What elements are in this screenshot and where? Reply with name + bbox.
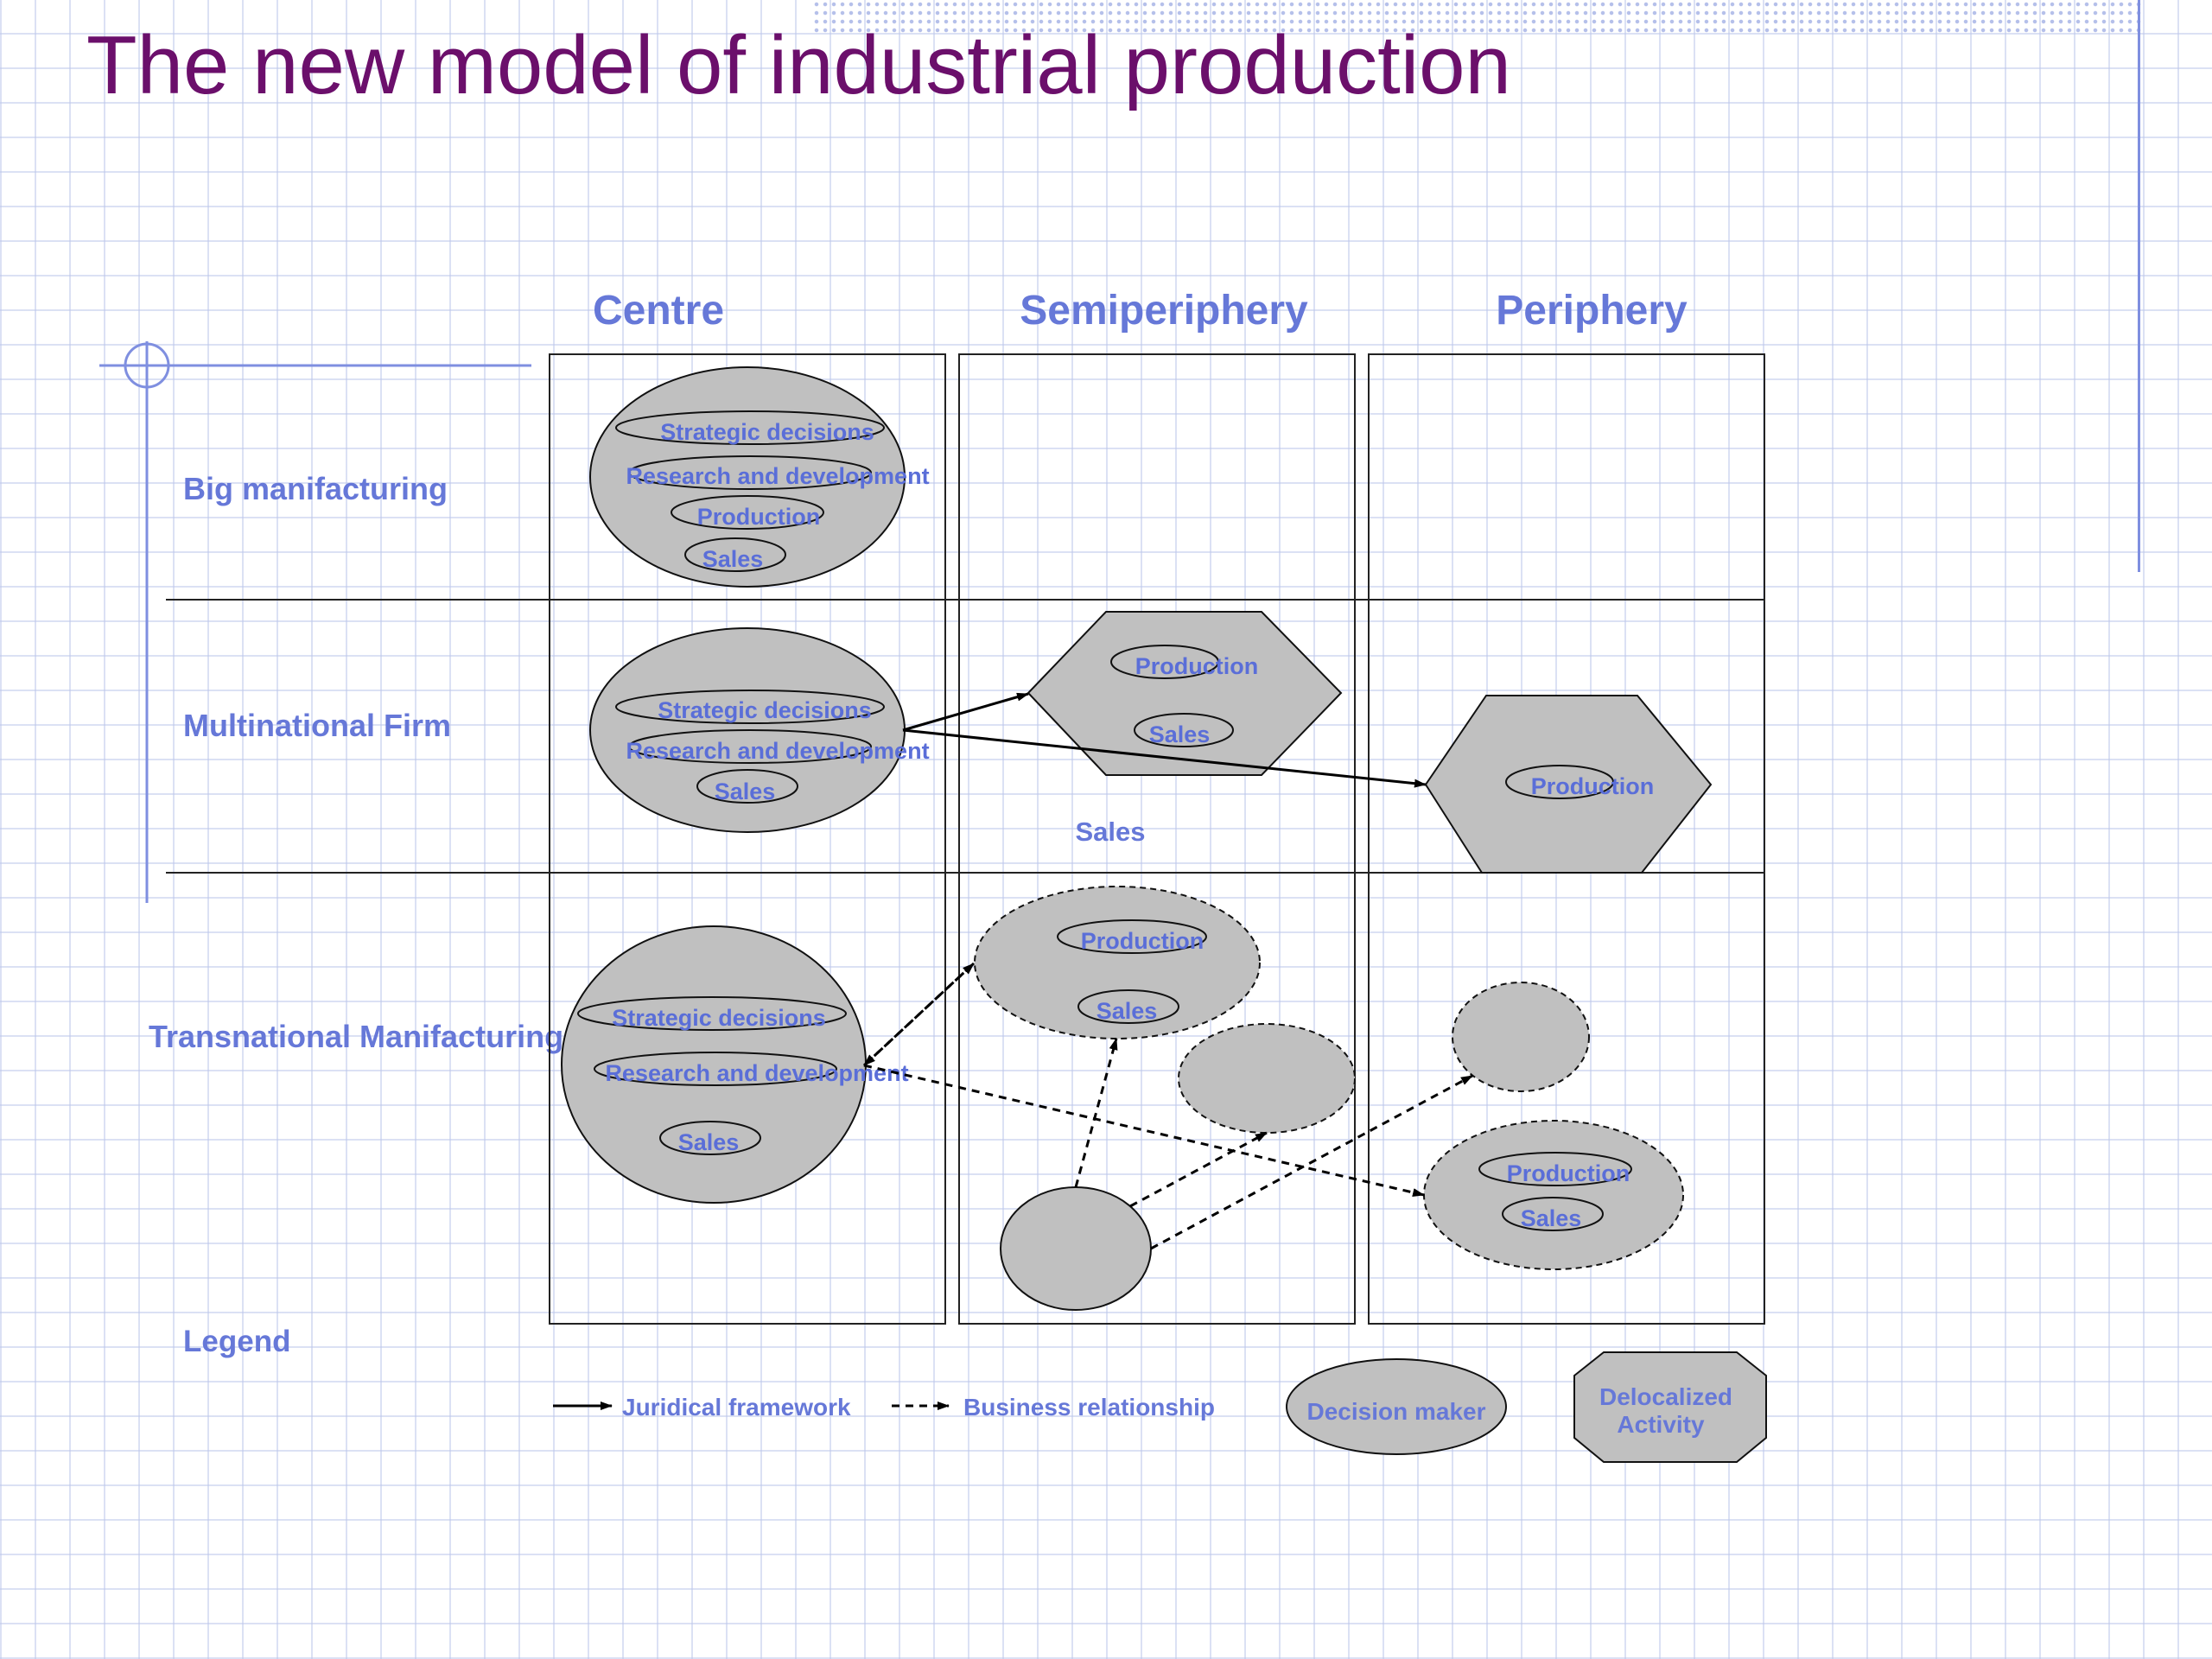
activity-label: Production: [1135, 653, 1259, 679]
activity-label: Sales: [1521, 1205, 1582, 1231]
column-header-centre: Centre: [593, 288, 724, 334]
activity-label: Production: [1081, 928, 1205, 954]
transnational-periphery-shapes: Production Sales: [1423, 982, 1684, 1270]
row-header-big-manufacturing: Big manifacturing: [183, 471, 448, 506]
legend-decision-maker: Decision maker: [1286, 1358, 1507, 1455]
column-header-semiperiphery: Semiperiphery: [1020, 288, 1308, 334]
activity-label: Research and development: [605, 1060, 908, 1086]
column-box-periphery: [1368, 353, 1765, 1325]
activity-label: Production: [1531, 773, 1655, 799]
decorative-crosshair: [99, 341, 531, 903]
decorative-dotted-band: [812, 0, 2143, 33]
activity-label: Sales: [678, 1129, 740, 1155]
legend-business-label: Business relationship: [963, 1394, 1215, 1421]
business-relationship-arrows: [862, 962, 1473, 1250]
semiperiphery-sales-label: Sales: [1075, 817, 1145, 847]
row-header-multinational-firm: Multinational Firm: [183, 708, 451, 743]
dashed-decision-maker: [1178, 1023, 1356, 1134]
dashed-decision-maker: [974, 886, 1261, 1039]
activity-label: Sales: [702, 546, 764, 572]
legend-juridical-label: Juridical framework: [622, 1394, 851, 1421]
legend-delocalized-activity: Delocalized Activity: [1573, 1351, 1767, 1463]
big-manufacturing-centre-decision-maker: Strategic decisions Research and develop…: [589, 366, 930, 588]
column-box-semiperiphery: [958, 353, 1356, 1325]
slide-title: The new model of industrial production: [86, 19, 1511, 111]
column-header-periphery: Periphery: [1496, 288, 1688, 334]
legend-delocalized-line1: Delocalized: [1599, 1383, 1732, 1410]
dashed-decision-maker: [1423, 1120, 1684, 1270]
dashed-decision-maker: [1452, 982, 1590, 1092]
transnational-centre-decision-maker: Strategic decisions Research and develop…: [561, 925, 909, 1204]
legend-delocalized-line2: Activity: [1617, 1411, 1705, 1438]
activity-label: Sales: [1149, 721, 1211, 747]
legend-business: Business relationship: [892, 1394, 1215, 1421]
decorative-right-bar: [2138, 0, 2140, 572]
legend-title: Legend: [183, 1325, 290, 1358]
activity-label: Strategic decisions: [612, 1005, 826, 1031]
legend-juridical: Juridical framework: [553, 1394, 851, 1421]
decision-maker: [1000, 1186, 1152, 1311]
grid: [166, 353, 1765, 1325]
juridical-arrows: [902, 692, 1427, 788]
activity-label: Production: [697, 504, 821, 530]
transnational-semiperiphery-shapes: Production Sales: [974, 886, 1356, 1311]
activity-label: Sales: [1096, 998, 1158, 1024]
multinational-centre-decision-maker: Strategic decisions Research and develop…: [589, 627, 930, 833]
activity-label: Production: [1507, 1160, 1630, 1186]
row-header-transnational: Transnational Manifacturing: [149, 1019, 563, 1054]
multinational-semiperiphery-delocalized-activity: Production Sales: [1027, 611, 1343, 776]
activity-label: Strategic decisions: [658, 697, 872, 723]
legend-decision-maker-label: Decision maker: [1307, 1398, 1486, 1425]
activity-label: Research and development: [626, 463, 929, 489]
activity-label: Research and development: [626, 738, 929, 764]
column-box-centre: [549, 353, 946, 1325]
activity-label: Sales: [715, 779, 776, 804]
activity-label: Strategic decisions: [660, 419, 874, 445]
multinational-periphery-delocalized-activity: Production: [1424, 695, 1713, 874]
